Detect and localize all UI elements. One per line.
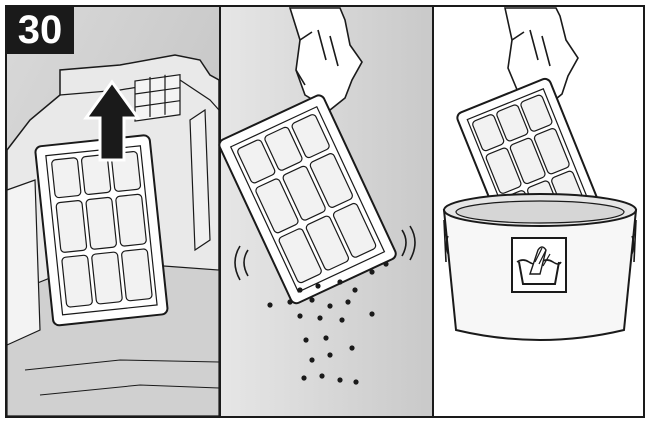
panel-remove-filter bbox=[7, 7, 219, 416]
step-number-badge: 30 bbox=[6, 6, 74, 54]
filter-cassette bbox=[35, 135, 168, 326]
panel-shake-filter bbox=[217, 7, 433, 416]
hand-wash-icon bbox=[512, 238, 566, 292]
panel-wash-filter bbox=[434, 7, 643, 416]
